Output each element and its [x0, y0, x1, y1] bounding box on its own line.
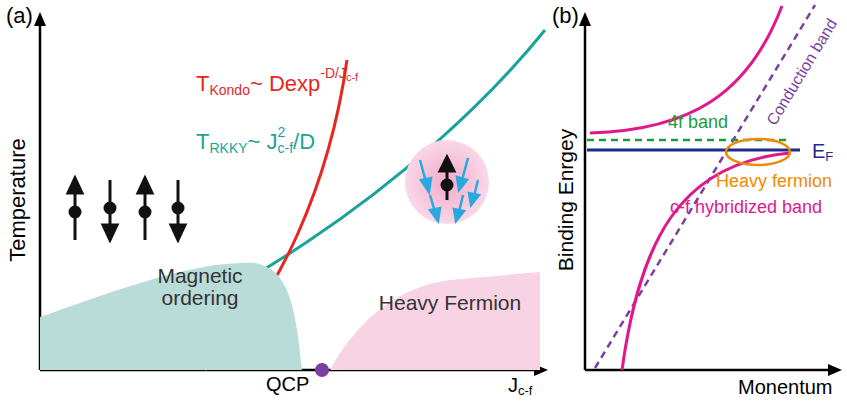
local-spin	[440, 157, 454, 200]
kondo-formula: Kondo	[209, 83, 249, 98]
conduction-spins	[420, 158, 479, 221]
kondo-formula: -D/J	[320, 66, 346, 81]
fermi-label: E	[812, 140, 825, 162]
rkky-formula: c-f	[278, 141, 294, 156]
kondo-formula: c-f	[346, 71, 358, 83]
band-label: c-f hybridized band	[670, 198, 822, 218]
band-label: Heavy fermion	[716, 172, 832, 192]
heavy-fermion-ellipse	[726, 139, 790, 165]
panel-label: (a)	[6, 4, 33, 28]
rkky-formula: T	[196, 130, 209, 154]
heavy-fermion-region: Heavy Fermion	[330, 272, 540, 370]
axis-head	[34, 12, 46, 26]
qcp-label: QCP	[266, 373, 309, 395]
kondo-formula: T	[196, 72, 209, 96]
kondo-cloud	[405, 140, 489, 224]
qcp-dot	[315, 363, 329, 377]
coupling-label: c-f	[518, 384, 532, 398]
kondo-formula: ~ Dexp	[250, 72, 320, 96]
axis-head	[828, 364, 842, 376]
coupling-label: J	[508, 374, 518, 396]
band-label: 4f band	[668, 113, 728, 133]
region-fill	[330, 272, 540, 370]
axis-head	[579, 12, 591, 26]
region-label: Heavy Fermion	[370, 292, 530, 314]
magnetic-region: Magnetic ordering	[40, 255, 305, 370]
band-label: Conduction band	[763, 16, 841, 129]
axis	[584, 22, 587, 370]
rkky-formula: RKKY	[209, 141, 247, 156]
fermi-level	[587, 149, 800, 152]
axis-label: Temperature	[6, 138, 30, 262]
axis-label: Binding Enrgey	[554, 129, 577, 271]
upper-hybrid-band	[590, 6, 782, 133]
rkky-formula: /D	[293, 130, 315, 154]
rkky-formula: ~ J	[248, 130, 278, 154]
spin-arrows	[68, 178, 185, 240]
rkky-formula: 2	[278, 125, 286, 140]
fermi-label: F	[825, 150, 833, 164]
region-label: Magnetic ordering	[135, 265, 265, 309]
axis-label: Monentum	[738, 376, 833, 398]
panel-label: (b)	[552, 4, 579, 28]
